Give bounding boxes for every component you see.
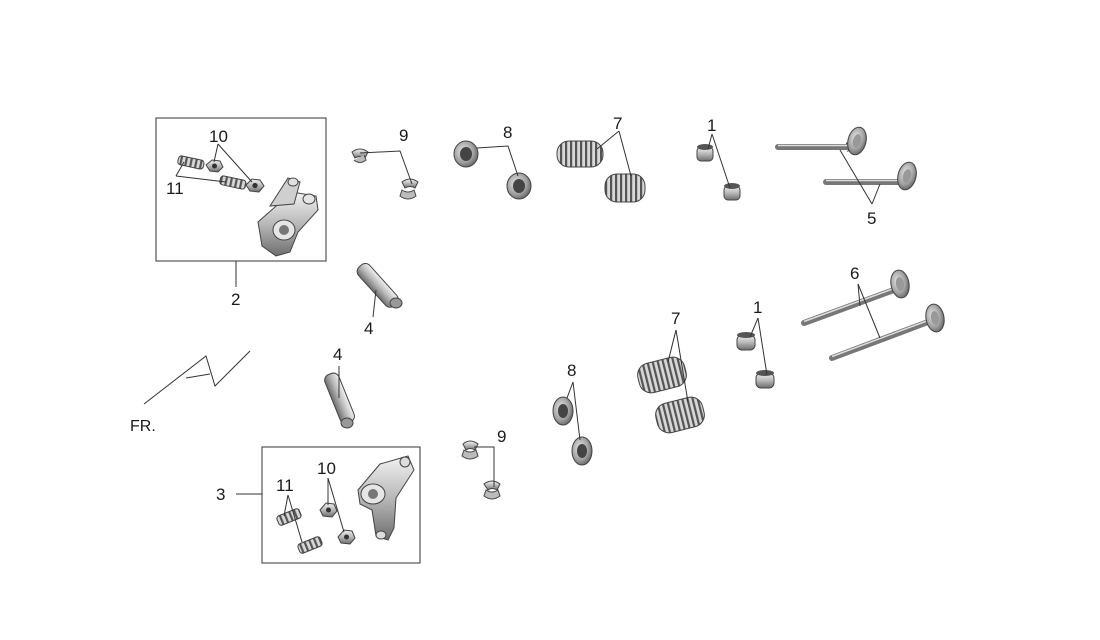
adjust-screw-upper-1 — [177, 155, 205, 170]
callout-1-upper: 1 — [707, 116, 716, 135]
stem-seals-upper: 1 — [696, 116, 741, 201]
intake-valves: 5 — [775, 126, 917, 228]
rocker-arm-assembly-lower: 3 11 10 — [216, 446, 421, 564]
stem-seals-lower: 1 — [736, 298, 775, 389]
valve-cotters-upper: 9 — [351, 126, 419, 200]
callout-5: 5 — [867, 209, 876, 228]
callout-1-lower: 1 — [753, 298, 762, 317]
callout-9-lower: 9 — [497, 427, 506, 446]
spring-retainers-upper: 8 — [453, 123, 532, 200]
spring-retainers-lower: 8 — [552, 361, 593, 466]
callout-2: 2 — [231, 290, 240, 309]
lock-nut-upper-1 — [205, 159, 224, 173]
callout-11-upper: 11 — [166, 179, 184, 198]
rocker-shaft-lower: 4 — [324, 345, 355, 429]
valve-springs-lower: 7 — [637, 309, 705, 434]
callout-11-lower: 11 — [276, 476, 294, 495]
front-label: FR. — [130, 418, 156, 435]
lock-nut-lower-2 — [337, 529, 356, 545]
rocker-shaft-upper: 4 — [356, 262, 403, 338]
rocker-arm-assembly-upper: 10 11 2 — [155, 117, 327, 309]
callout-4-upper: 4 — [364, 319, 373, 338]
callout-3: 3 — [216, 485, 225, 504]
rocker-arm-upper — [257, 177, 319, 257]
valve-cotters-lower: 9 — [461, 427, 506, 500]
adjust-screw-lower-1 — [276, 508, 302, 526]
valve-springs-upper: 7 — [556, 114, 646, 203]
adjust-screw-upper-2 — [219, 175, 247, 190]
lock-nut-upper-2 — [245, 178, 265, 193]
callout-8-lower: 8 — [567, 361, 576, 380]
callout-6: 6 — [850, 264, 859, 283]
front-direction-indicator: FR. — [130, 350, 251, 435]
callout-8-upper: 8 — [503, 123, 512, 142]
rocker-arm-lower — [357, 455, 415, 541]
callout-10-lower: 10 — [317, 459, 336, 478]
exhaust-valves: 6 — [801, 264, 945, 361]
adjust-screw-lower-2 — [297, 536, 323, 554]
callout-7-lower: 7 — [671, 309, 680, 328]
callout-4-lower: 4 — [333, 345, 342, 364]
lock-nut-lower-1 — [319, 502, 338, 518]
callout-10-upper: 10 — [209, 127, 228, 146]
callout-7-upper: 7 — [613, 114, 622, 133]
callout-9-upper: 9 — [399, 126, 408, 145]
